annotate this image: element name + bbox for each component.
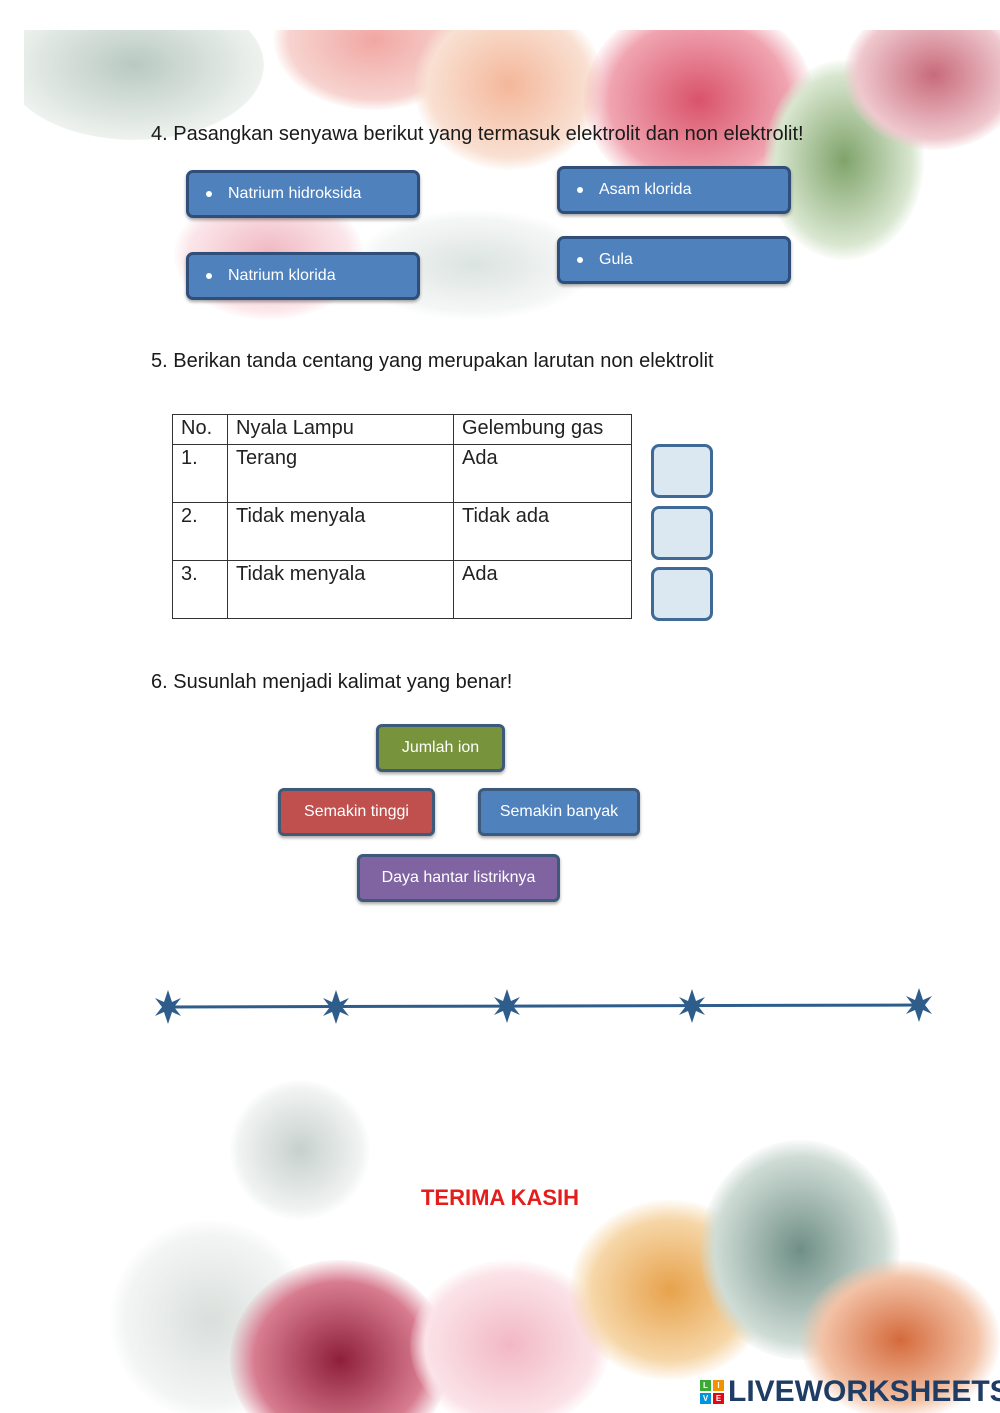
bullet-icon <box>206 191 212 197</box>
checkbox-row-2[interactable] <box>651 506 713 560</box>
observation-table: No. Nyala Lampu Gelembung gas 1. Terang … <box>172 414 632 619</box>
bullet-icon <box>577 257 583 263</box>
drag-item-label: Natrium hidroksida <box>228 185 362 202</box>
question-6-label: 6. Susunlah menjadi kalimat yang benar! <box>151 671 513 693</box>
bullet-icon <box>206 273 212 279</box>
drag-item-gula[interactable]: Gula <box>557 236 791 284</box>
header-gelembung-gas: Gelembung gas <box>453 414 632 445</box>
table-cell: Ada <box>453 560 632 619</box>
drag-item-label: Gula <box>599 251 633 268</box>
table-row: 1. Terang Ada <box>172 444 632 503</box>
drag-item-natrium-hidroksida[interactable]: Natrium hidroksida <box>186 170 420 218</box>
word-daya-hantar-listriknya[interactable]: Daya hantar listriknya <box>357 854 560 902</box>
table-cell: Tidak ada <box>453 502 632 561</box>
table-row: 3. Tidak menyala Ada <box>172 560 632 619</box>
bullet-icon <box>577 187 583 193</box>
table-cell: Terang <box>227 444 454 503</box>
table-cell: 1. <box>172 444 228 503</box>
word-semakin-banyak[interactable]: Semakin banyak <box>478 788 640 836</box>
thanks-text: TERIMA KASIH <box>420 1185 580 1210</box>
drag-item-natrium-klorida[interactable]: Natrium klorida <box>186 252 420 300</box>
drag-item-asam-klorida[interactable]: Asam klorida <box>557 166 791 214</box>
table-cell: 3. <box>172 560 228 619</box>
table-cell: Tidak menyala <box>227 560 454 619</box>
liveworksheets-mark-icon: L I V E <box>700 1380 724 1404</box>
question-5-label: 5. Berikan tanda centang yang merupakan … <box>151 350 714 372</box>
floral-background-top <box>24 30 1000 320</box>
header-nyala-lampu: Nyala Lampu <box>227 414 454 445</box>
table-row: 2. Tidak menyala Tidak ada <box>172 502 632 561</box>
word-jumlah-ion[interactable]: Jumlah ion <box>376 724 505 772</box>
liveworksheets-logo[interactable]: L I V E LIVEWORKSHEETS <box>700 1375 1000 1409</box>
table-cell: 2. <box>172 502 228 561</box>
drag-item-label: Natrium klorida <box>228 267 336 284</box>
brand-text: LIVEWORKSHEETS <box>728 1375 1000 1408</box>
floral-divider <box>155 988 932 1024</box>
table-cell: Tidak menyala <box>227 502 454 561</box>
checkbox-row-1[interactable] <box>651 444 713 498</box>
word-semakin-tinggi[interactable]: Semakin tinggi <box>278 788 435 836</box>
floral-background-bottom <box>100 1060 1000 1413</box>
drag-item-label: Asam klorida <box>599 181 692 198</box>
table-cell: Ada <box>453 444 632 503</box>
question-4-label: 4. Pasangkan senyawa berikut yang termas… <box>151 123 804 145</box>
table-header-row: No. Nyala Lampu Gelembung gas <box>172 414 632 445</box>
header-no: No. <box>172 414 228 445</box>
checkbox-row-3[interactable] <box>651 567 713 621</box>
